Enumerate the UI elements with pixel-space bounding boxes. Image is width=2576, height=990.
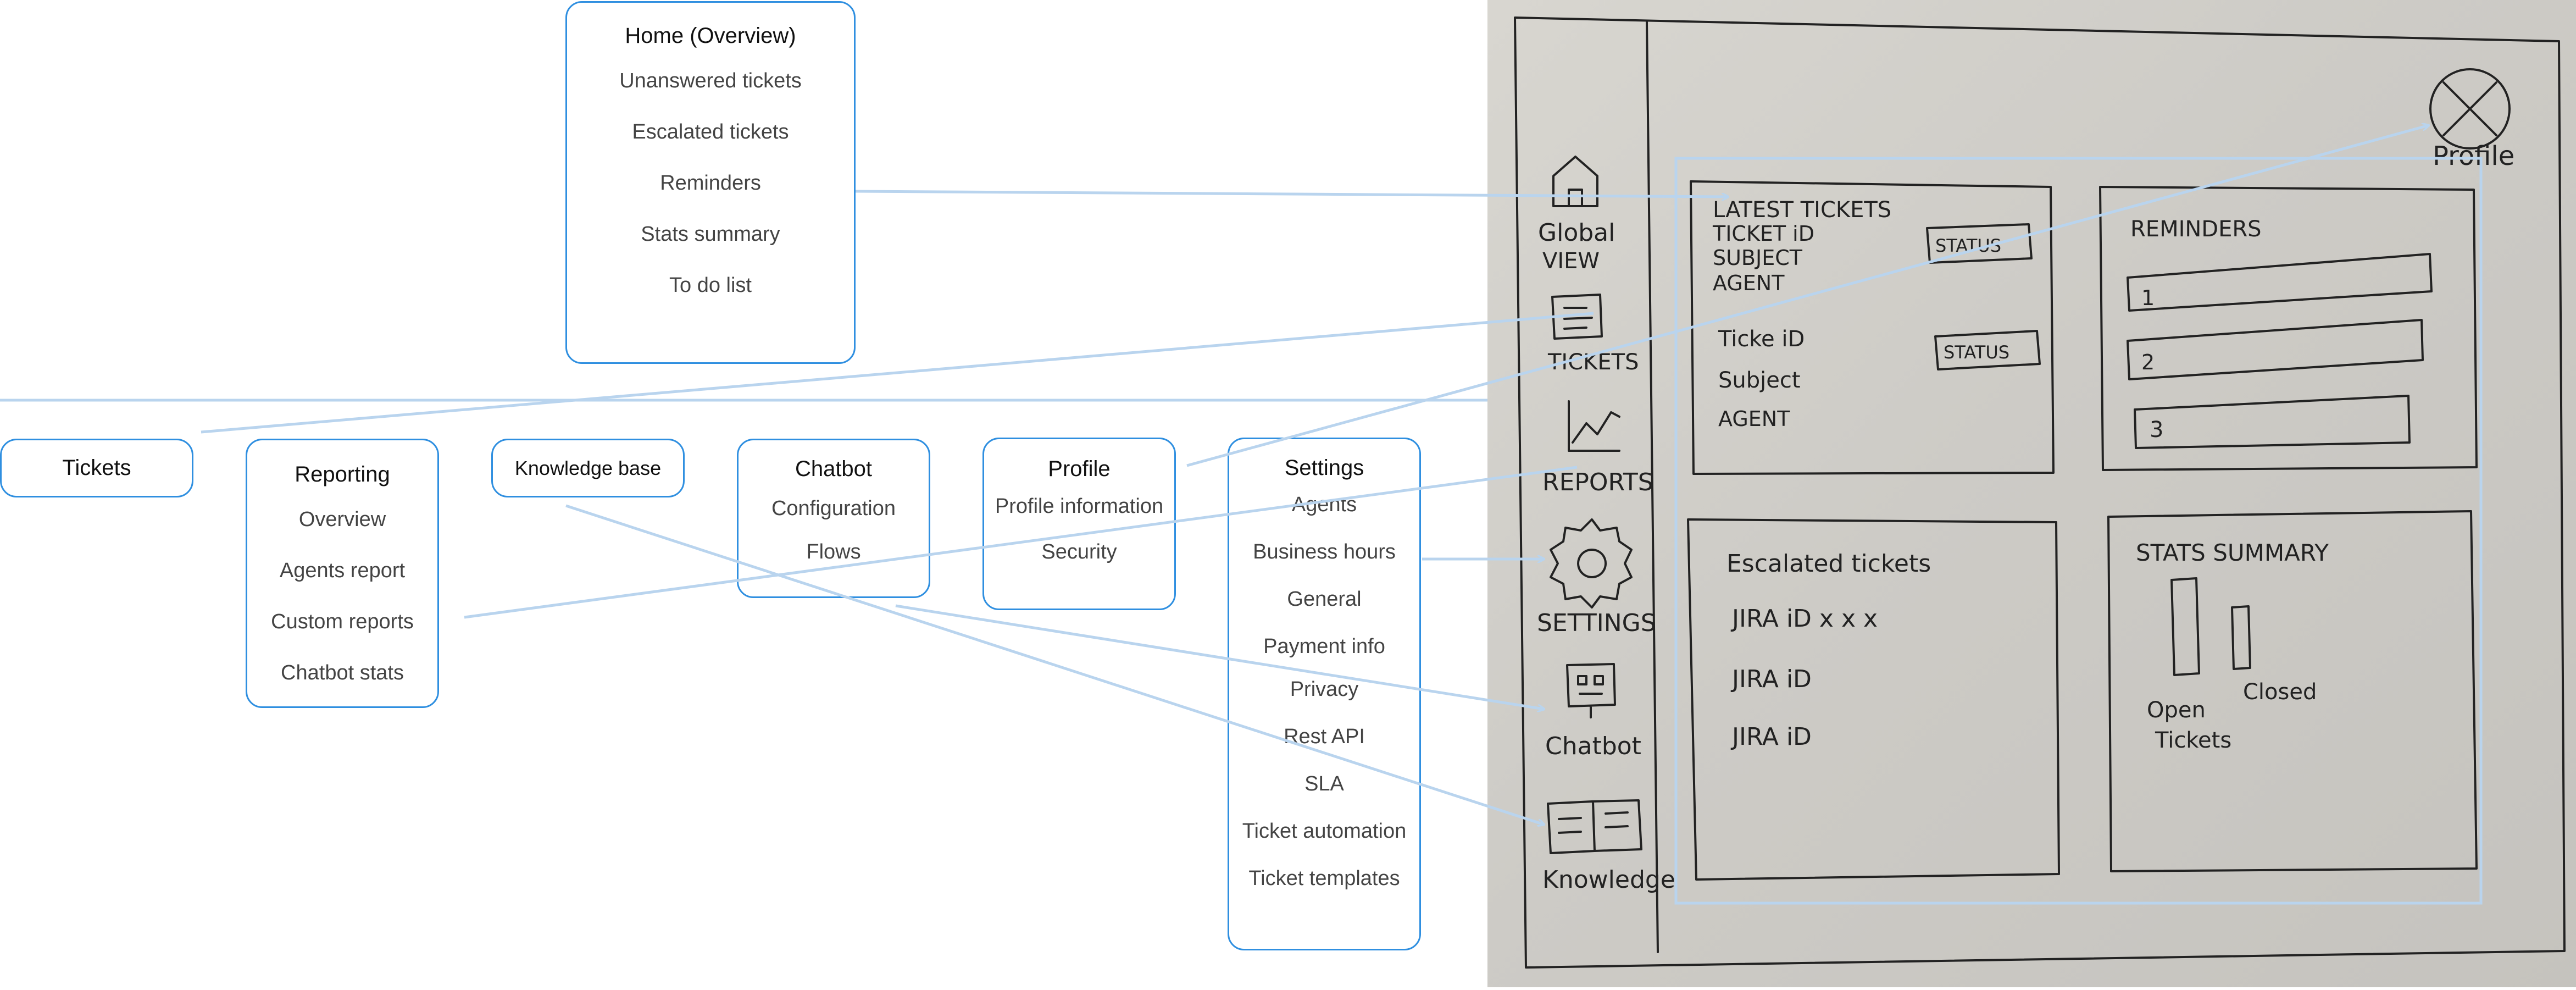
settings-item-rest-api: Rest API — [1284, 725, 1365, 748]
wireframe-sketch: Global VIEW TICKETS REPORTS SETTINGS Cha… — [1514, 16, 2566, 969]
settings-item-general: General — [1287, 588, 1362, 611]
sketch-row1-ticket-id: TICKET iD — [1712, 222, 1814, 246]
chatbot-item-flows: Flows — [806, 540, 861, 563]
sketch-escalated-title: Escalated tickets — [1726, 550, 1931, 578]
tickets-box: Tickets — [0, 439, 193, 497]
reporting-item-agents-report: Agents report — [279, 559, 406, 582]
profile-avatar-icon — [2429, 68, 2511, 150]
sketch-open-tickets-bar — [2170, 577, 2200, 676]
sketch-status-2: STATUS — [1944, 342, 2009, 363]
home-overview-box: Home (Overview) Unanswered tickets Escal… — [565, 1, 856, 364]
profile-item-security: Security — [1041, 540, 1117, 563]
sketch-nav-tickets: TICKETS — [1547, 350, 1639, 375]
knowledge-book-icon — [1547, 799, 1642, 854]
sketch-row1-agent: AGENT — [1713, 271, 1785, 295]
knowledge-base-title: Knowledge base — [514, 456, 662, 479]
sketch-reminder-3 — [2134, 395, 2411, 449]
home-item-reminders: Reminders — [660, 172, 761, 195]
sketch-escalated-item-2: JIRA iD — [1730, 665, 1812, 693]
sketch-nav-reports: REPORTS — [1542, 468, 1653, 496]
sketch-row1-subject: SUBJECT — [1713, 246, 1803, 270]
reporting-item-chatbot-stats: Chatbot stats — [281, 661, 404, 684]
sketch-latest-title: LATEST TICKETS — [1713, 197, 1891, 223]
reporting-item-custom-reports: Custom reports — [271, 610, 414, 633]
tickets-title: Tickets — [62, 456, 131, 480]
chatbot-icon — [1566, 663, 1616, 718]
sketch-row2-subject: Subject — [1718, 368, 1801, 393]
sketch-stats-open: Open — [2147, 698, 2206, 723]
sketch-reminder-3-label: 3 — [2150, 417, 2163, 443]
reporting-item-overview: Overview — [298, 508, 386, 531]
sketch-stats-title: STATS SUMMARY — [2136, 539, 2329, 566]
wireframe-sketch-paper: Global VIEW TICKETS REPORTS SETTINGS Cha… — [1487, 0, 2576, 987]
home-icon — [1552, 156, 1598, 207]
chatbot-box: Chatbot Configuration Flows — [737, 439, 930, 598]
sketch-status-1: STATUS — [1935, 235, 2001, 256]
sketch-nav-view: VIEW — [1542, 248, 1600, 274]
sketch-reminders-title: REMINDERS — [2130, 217, 2262, 242]
home-overview-title: Home (Overview) — [625, 24, 796, 48]
chatbot-title: Chatbot — [795, 457, 873, 481]
settings-item-business-hours: Business hours — [1253, 540, 1396, 563]
connector-tickets — [201, 312, 1594, 434]
sketch-reminder-1-label: 1 — [2141, 286, 2155, 310]
chatbot-item-configuration: Configuration — [771, 497, 896, 520]
reporting-title: Reporting — [295, 462, 390, 486]
settings-item-ticket-automation: Ticket automation — [1242, 820, 1407, 843]
settings-item-sla: SLA — [1304, 772, 1344, 795]
sketch-stats-closed: Closed — [2243, 679, 2317, 705]
settings-gear-icon — [1550, 518, 1633, 609]
settings-item-privacy: Privacy — [1290, 678, 1359, 701]
sketch-escalated-item-3: JIRA iD — [1730, 723, 1812, 751]
home-item-unanswered-tickets: Unanswered tickets — [619, 69, 802, 92]
reporting-box: Reporting Overview Agents report Custom … — [246, 439, 439, 708]
settings-box: Settings Agents Business hours General P… — [1228, 438, 1421, 950]
settings-item-ticket-templates: Ticket templates — [1248, 867, 1400, 890]
sketch-profile-label: Profile — [2433, 141, 2514, 172]
sketch-nav-settings: SETTINGS — [1537, 609, 1656, 637]
profile-item-profile-information: Profile information — [995, 495, 1164, 518]
connector-chatbot — [895, 604, 1544, 709]
sketch-stats-tickets: Tickets — [2155, 728, 2231, 753]
sketch-outer-frame — [1514, 16, 2566, 969]
home-item-escalated-tickets: Escalated tickets — [632, 120, 789, 143]
sketch-row2-agent: AGENT — [1718, 407, 1790, 431]
sketch-nav-chatbot: Chatbot — [1545, 732, 1641, 760]
sketch-closed-tickets-bar — [2231, 605, 2251, 670]
reports-icon — [1568, 400, 1620, 452]
tickets-icon — [1551, 294, 1603, 340]
sketch-nav-knowledge: Knowledge — [1542, 866, 1675, 894]
sketch-reminder-2-label: 2 — [2141, 350, 2155, 374]
sketch-reminder-1 — [2127, 253, 2433, 312]
home-item-to-do-list: To do list — [669, 274, 752, 297]
settings-item-agents: Agents — [1291, 493, 1357, 516]
home-item-stats-summary: Stats summary — [641, 223, 780, 246]
knowledge-base-box: Knowledge base — [491, 439, 685, 497]
profile-title: Profile — [1048, 457, 1111, 481]
settings-item-payment-info: Payment info — [1263, 635, 1385, 658]
sketch-nav-global: Global — [1538, 219, 1615, 247]
sketch-reminder-2 — [2127, 319, 2424, 380]
sketch-row2-ticket-id: Ticke iD — [1718, 327, 1805, 352]
sketch-escalated-item-1: JIRA iD x x x — [1730, 605, 1878, 633]
profile-box: Profile Profile information Security — [982, 438, 1176, 610]
settings-title: Settings — [1284, 456, 1364, 480]
